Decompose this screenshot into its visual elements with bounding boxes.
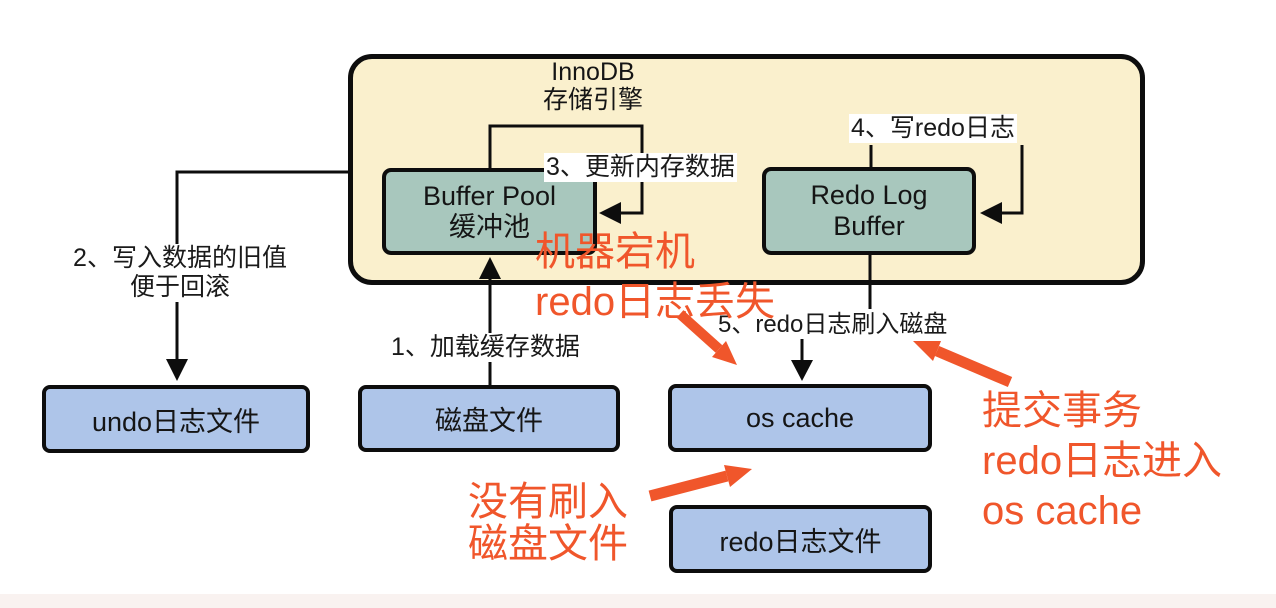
redo-log-file-label: redo日志文件 bbox=[719, 526, 882, 557]
step2-label-line2: 便于回滚 bbox=[129, 273, 230, 301]
innodb-title: InnoDB 存储引擎 bbox=[498, 58, 688, 114]
step2-label-line1: 2、写入数据的旧值 bbox=[73, 244, 287, 272]
undo-log-file-label: undo日志文件 bbox=[91, 406, 261, 437]
redo-log-buffer-label-line2: Buffer bbox=[833, 211, 905, 241]
step2-arrowhead-down bbox=[166, 359, 188, 381]
not-flushed-arrow-head bbox=[724, 465, 752, 487]
crash-arrow-head bbox=[712, 341, 737, 365]
commit-arrow-shaft bbox=[934, 345, 1013, 388]
disk-file-box: 磁盘文件 bbox=[358, 385, 620, 452]
commit-annotation-line2: redo日志进入 bbox=[982, 439, 1223, 483]
redo-log-buffer-label-line1: Redo Log bbox=[810, 180, 928, 210]
commit-annotation-line3: os cache bbox=[982, 489, 1143, 533]
redo-log-buffer-box: Redo Log Buffer bbox=[762, 167, 976, 255]
redo-log-file-box: redo日志文件 bbox=[669, 505, 932, 573]
buffer-pool-label-line2: 缓冲池 bbox=[449, 211, 530, 242]
crash-annotation: 机器宕机 redo日志丢失 bbox=[535, 227, 775, 327]
os-cache-label: os cache bbox=[745, 402, 855, 433]
buffer-pool-box: Buffer Pool 缓冲池 bbox=[382, 168, 597, 255]
commit-annotation: 提交事务 redo日志进入 os cache bbox=[982, 386, 1222, 536]
step1-label: 1、加载缓存数据 bbox=[391, 333, 580, 362]
not-flushed-annotation-line2: 磁盘文件 bbox=[468, 522, 628, 566]
not-flushed-annotation: 没有刷入 磁盘文件 bbox=[468, 481, 628, 565]
commit-arrow-head bbox=[913, 341, 941, 361]
step4-label: 4、写redo日志 bbox=[849, 114, 1017, 143]
not-flushed-arrow-shaft bbox=[648, 470, 729, 502]
footer-strip bbox=[0, 594, 1276, 608]
step2-label: 2、写入数据的旧值 便于回滚 bbox=[60, 244, 300, 302]
innodb-title-line1: InnoDB bbox=[551, 58, 635, 86]
crash-annotation-line2: redo日志丢失 bbox=[535, 280, 776, 324]
step5-label: 5、redo日志刷入磁盘 bbox=[718, 310, 948, 339]
commit-annotation-line1: 提交事务 bbox=[982, 389, 1142, 433]
not-flushed-annotation-line1: 没有刷入 bbox=[468, 480, 628, 524]
undo-log-file-box: undo日志文件 bbox=[42, 385, 310, 453]
buffer-pool-label-line1: Buffer Pool bbox=[422, 180, 557, 211]
innodb-title-line2: 存储引擎 bbox=[542, 86, 643, 114]
os-cache-box: os cache bbox=[668, 384, 932, 452]
step3-label: 3、更新内存数据 bbox=[544, 153, 737, 182]
crash-annotation-line1: 机器宕机 bbox=[535, 230, 695, 274]
step5-arrowhead-down bbox=[791, 360, 813, 381]
disk-file-label: 磁盘文件 bbox=[435, 406, 543, 436]
